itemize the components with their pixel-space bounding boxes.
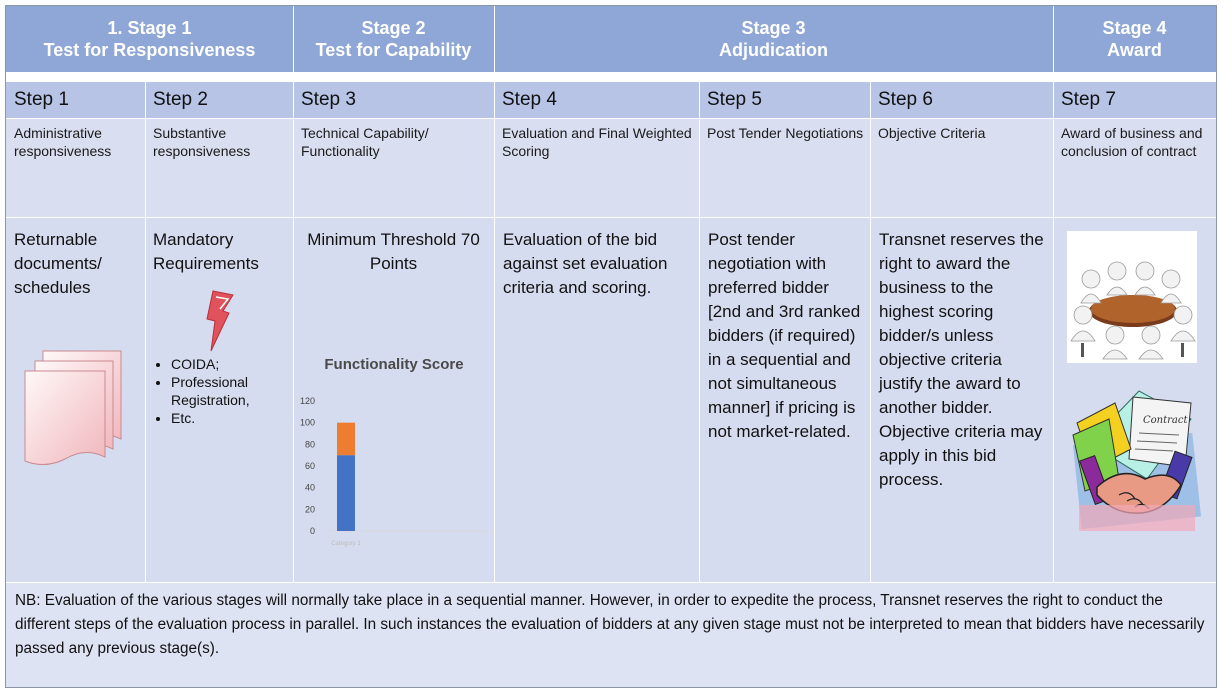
step-4-label: Step 4 bbox=[494, 82, 699, 118]
step-6-detail: Transnet reserves the right to award the… bbox=[870, 217, 1053, 582]
step-7-detail: Contract bbox=[1053, 217, 1216, 582]
step-1-label: Step 1 bbox=[6, 82, 145, 118]
stage-4-title: Stage 4 bbox=[1102, 18, 1167, 38]
stage-2-title: Stage 2 bbox=[361, 18, 426, 38]
requirement-item: COIDA; bbox=[171, 355, 290, 373]
y-tick-label: 0 bbox=[310, 526, 315, 536]
y-tick-label: 60 bbox=[305, 461, 315, 471]
stage-1-header: 1. Stage 1 Test for Responsiveness bbox=[6, 6, 293, 72]
requirement-item: Professional Registration, bbox=[171, 373, 290, 409]
requirement-item: Etc. bbox=[171, 409, 290, 427]
row-divider bbox=[6, 217, 1216, 218]
column-divider bbox=[145, 82, 146, 582]
mandatory-requirements-list: COIDA; Professional Registration, Etc. bbox=[145, 355, 290, 427]
step-2-title: Mandatory Requirements bbox=[153, 230, 259, 273]
stage-4-header: Stage 4 Award bbox=[1053, 6, 1216, 72]
step-1-description: Administrative responsiveness bbox=[6, 118, 145, 217]
step-5-detail: Post tender negotiation with preferred b… bbox=[699, 217, 870, 582]
documents-icon bbox=[24, 350, 122, 465]
stage-2-subtitle: Test for Capability bbox=[315, 40, 472, 60]
step-5-description: Post Tender Negotiations bbox=[699, 118, 870, 217]
functionality-score-chart: Functionality Score 120 100 80 60 40 20 0Catego… bbox=[300, 356, 487, 547]
row-divider bbox=[6, 582, 1216, 583]
column-divider bbox=[494, 6, 495, 582]
step-2-label: Step 2 bbox=[145, 82, 293, 118]
evaluation-note: NB: Evaluation of the various stages wil… bbox=[6, 582, 1216, 687]
column-divider bbox=[870, 82, 871, 582]
column-divider bbox=[1053, 6, 1054, 582]
meeting-table-icon bbox=[1067, 231, 1197, 363]
step-3-label: Step 3 bbox=[293, 82, 494, 118]
step-7-label: Step 7 bbox=[1053, 82, 1216, 118]
step-7-description: Award of business and conclusion of cont… bbox=[1053, 118, 1216, 217]
y-tick-label: 120 bbox=[300, 396, 315, 406]
y-tick-label: 20 bbox=[305, 504, 315, 514]
stage-3-title: Stage 3 bbox=[741, 18, 806, 38]
step-3-detail: Minimum Threshold 70 Points Functionalit… bbox=[293, 217, 494, 582]
step-3-description: Technical Capability/ Functionality bbox=[293, 118, 494, 217]
bar-segment-2 bbox=[337, 422, 355, 456]
step-2-description: Substantive responsiveness bbox=[145, 118, 293, 217]
contract-handshake-icon: Contract bbox=[1072, 390, 1202, 531]
y-tick-label: 80 bbox=[305, 439, 315, 449]
stage-1-title: 1. Stage 1 bbox=[107, 18, 192, 38]
stage-3-header: Stage 3 Adjudication bbox=[494, 6, 1053, 72]
svg-text:Contract: Contract bbox=[1143, 415, 1188, 426]
evaluation-process-table: 1. Stage 1 Test for Responsiveness Stage… bbox=[5, 5, 1217, 688]
step-1-detail: Returnable documents/ schedules bbox=[6, 217, 145, 582]
x-category-label: Category 1 bbox=[331, 541, 361, 547]
step-6-label: Step 6 bbox=[870, 82, 1053, 118]
row-divider bbox=[6, 118, 1216, 119]
step-3-title: Minimum Threshold 70 Points bbox=[307, 230, 480, 273]
y-tick-label: 40 bbox=[305, 483, 315, 493]
stage-4-subtitle: Award bbox=[1107, 40, 1162, 60]
lightning-icon bbox=[206, 290, 234, 352]
bar-segment-1 bbox=[337, 455, 355, 531]
header-divider bbox=[6, 72, 1216, 82]
chart-title: Functionality Score bbox=[324, 356, 463, 373]
stage-1-subtitle: Test for Responsiveness bbox=[43, 40, 256, 60]
step-5-label: Step 5 bbox=[699, 82, 870, 118]
step-4-description: Evaluation and Final Weighted Scoring bbox=[494, 118, 699, 217]
stage-3-subtitle: Adjudication bbox=[719, 40, 828, 60]
step-6-description: Objective Criteria bbox=[870, 118, 1053, 217]
column-divider bbox=[293, 6, 294, 582]
stage-2-header: Stage 2 Test for Capability bbox=[293, 6, 494, 72]
step-1-detail-text: Returnable documents/ schedules bbox=[14, 230, 102, 297]
step-2-detail: Mandatory Requirements COIDA; Profession… bbox=[145, 217, 293, 582]
y-tick-label: 100 bbox=[300, 418, 315, 428]
step-4-detail: Evaluation of the bid against set evalua… bbox=[494, 217, 699, 582]
column-divider bbox=[699, 82, 700, 582]
